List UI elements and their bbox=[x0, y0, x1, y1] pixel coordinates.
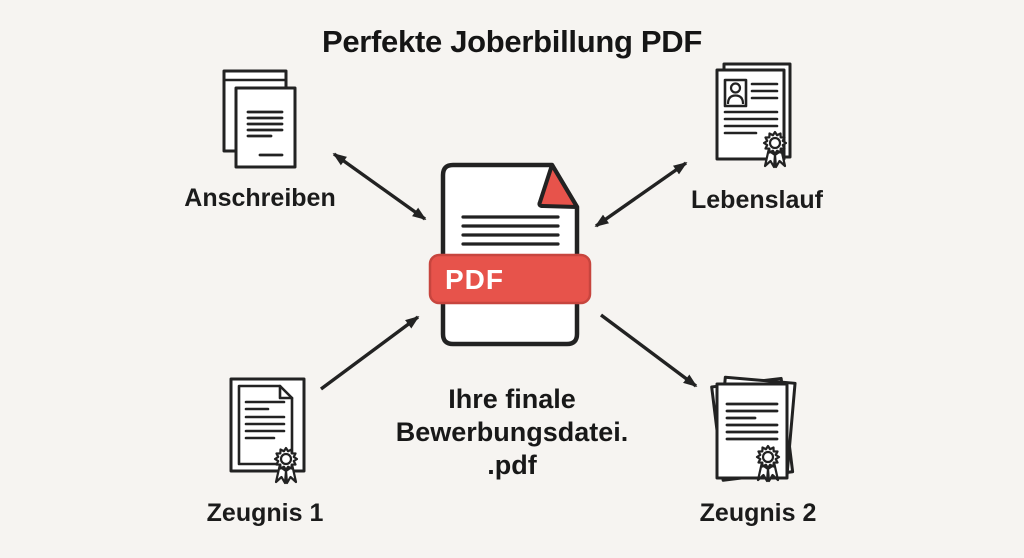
certificate-stack-seal-icon bbox=[710, 375, 797, 483]
pdf-folded-corner bbox=[537, 163, 579, 209]
certificate-seal-icon bbox=[229, 377, 306, 485]
caption-line-1: Ihre finale bbox=[448, 384, 576, 414]
document-label-zeugnis1: Zeugnis 1 bbox=[206, 499, 324, 527]
seal-rosette-icon bbox=[762, 130, 788, 169]
photo-frame bbox=[723, 78, 748, 108]
pdf-badge bbox=[428, 253, 592, 305]
arrow-anschreiben-pdf bbox=[332, 152, 427, 221]
caption-line-2: Bewerbungsdatei. bbox=[395, 417, 629, 447]
inner-fold bbox=[278, 384, 294, 400]
document-label-lebenslauf: Lebenslauf bbox=[691, 186, 823, 214]
resume-text-lines bbox=[723, 82, 779, 135]
arrow-zeugnis1-pdf bbox=[319, 315, 420, 391]
arrow-pdf-zeugnis2 bbox=[599, 313, 698, 388]
page-title: Perfekte Joberbillung PDF bbox=[321, 24, 703, 59]
person-icon bbox=[726, 82, 745, 105]
seal-rosette-icon bbox=[755, 444, 781, 483]
document-label-anschreiben: Anschreiben bbox=[184, 184, 336, 212]
arrow-lebenslauf-pdf bbox=[594, 161, 688, 228]
letter-text-lines bbox=[246, 110, 284, 157]
pdf-text-lines bbox=[461, 215, 560, 246]
certificate-text-lines bbox=[725, 402, 779, 441]
resume-photo-seal-icon bbox=[715, 62, 792, 169]
seal-rosette-icon bbox=[273, 446, 299, 485]
document-label-zeugnis2: Zeugnis 2 bbox=[699, 499, 817, 527]
pdf-badge-label: PDF bbox=[445, 264, 504, 295]
certificate-text-lines bbox=[244, 400, 286, 440]
cover-letter-pages-icon bbox=[222, 69, 297, 169]
pdf-file-icon bbox=[428, 162, 592, 347]
final-file-caption: Ihre finale Bewerbungsdatei. .pdf bbox=[352, 383, 672, 482]
caption-line-3: .pdf bbox=[487, 450, 537, 480]
